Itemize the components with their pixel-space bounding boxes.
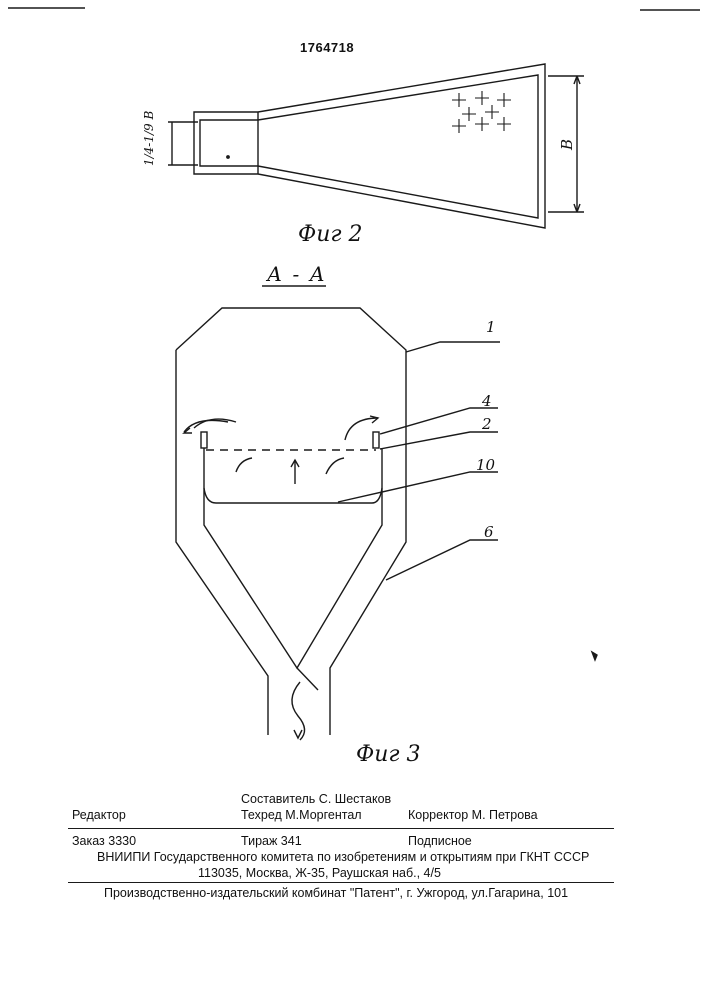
imprint-divider-top (68, 828, 614, 829)
stray-mark (592, 652, 597, 660)
imprint-techred: Техред М.Моргентал (241, 808, 362, 822)
callout-10: 10 (476, 456, 495, 474)
imprint-divider-bottom (68, 882, 614, 883)
imprint-subscription: Подписное (408, 834, 472, 848)
imprint-compiler: Составитель С. Шестаков (241, 792, 391, 806)
imprint-order: Заказ 3330 (72, 834, 136, 848)
figure-2-channel (194, 64, 545, 228)
imprint-circulation: Тираж 341 (241, 834, 302, 848)
figure-3-flow-arrows (184, 416, 378, 740)
imprint-address: 113035, Москва, Ж-35, Раушская наб., 4/5 (198, 866, 441, 880)
callout-1: 1 (486, 318, 496, 336)
figure-2-caption: Фиг 2 (298, 222, 363, 247)
figure-2-dimension-small-label: 1/4-1/9 В (142, 111, 156, 166)
figure-2-cross-hatching (452, 91, 511, 133)
imprint-publisher: Производственно-издательский комбинат "П… (104, 886, 568, 900)
callout-6: 6 (484, 523, 494, 541)
figure-3-tray-10 (204, 488, 382, 503)
figure-3-vessel (176, 308, 406, 735)
callout-4: 4 (482, 392, 492, 410)
section-label: А - А (267, 262, 327, 286)
corner-marks (8, 8, 700, 10)
callout-2: 2 (482, 415, 492, 433)
imprint-editor: Редактор (72, 808, 126, 822)
figure-2-dimension-large-label: В (558, 139, 576, 150)
figure-3-caption: Фиг 3 (356, 742, 421, 767)
figure-3-screen (201, 432, 379, 450)
imprint-corrector: Корректор М. Петрова (408, 808, 538, 822)
imprint-vniipi: ВНИИПИ Государственного комитета по изоб… (97, 850, 589, 864)
